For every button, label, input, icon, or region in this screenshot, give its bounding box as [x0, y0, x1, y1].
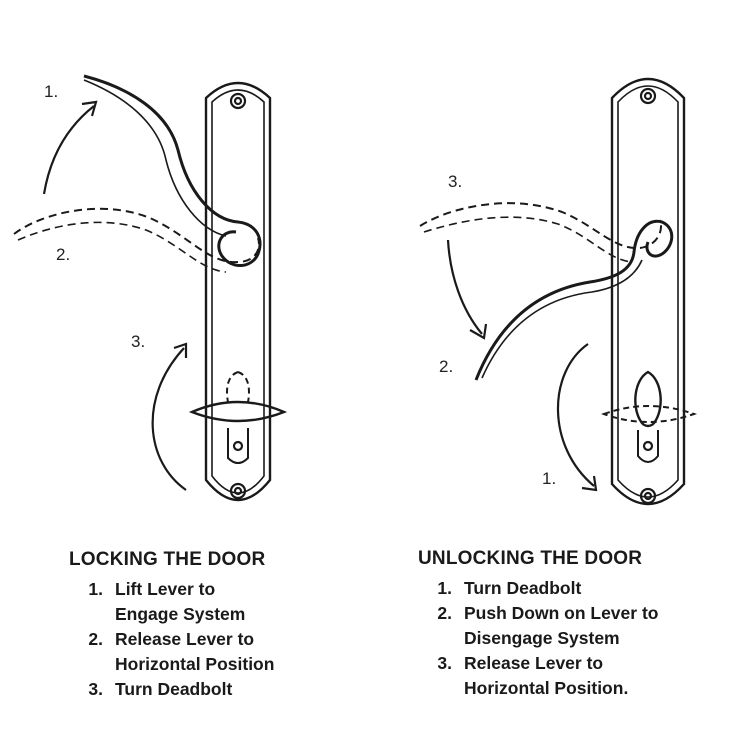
- locking-label-3: 3.: [131, 332, 145, 351]
- step-text: Push Down on Lever to Disengage System: [464, 603, 659, 648]
- step-text: Release Lever to Horizontal Position: [115, 629, 275, 674]
- unlocking-title: UNLOCKING THE DOOR: [418, 548, 643, 569]
- unlocking-backplate: [610, 77, 686, 506]
- locking-diagram: [13, 74, 288, 502]
- locking-bottom-screw-inner: [233, 486, 243, 496]
- unlocking-diagram: [419, 77, 698, 506]
- locking-label-1: 1.: [44, 82, 58, 101]
- unlocking-arrow-turn: [556, 343, 595, 487]
- locking-steps: 1. Lift Lever to Engage System 2. Release …: [69, 577, 274, 702]
- locking-step-1: 1. Lift Lever to Engage System: [69, 577, 274, 627]
- unlocking-step-2: 2. Push Down on Lever to Disengage System: [418, 601, 658, 651]
- unlocking-bottom-screw: [639, 487, 657, 505]
- unlocking-label-1: 1.: [542, 469, 556, 488]
- unlocking-top-screw: [639, 87, 657, 105]
- unlocking-key-hole: [642, 440, 654, 452]
- locking-horizontal-lever-dashed: [13, 207, 260, 264]
- unlocking-bottom-screw-inner: [643, 491, 653, 501]
- unlocking-horizontal-lever-dashed: [419, 202, 662, 250]
- unlocking-key-cylinder: [637, 430, 659, 463]
- unlocking-thumbturn-vertical: [634, 370, 662, 428]
- step-number: 3.: [437, 653, 452, 673]
- unlocking-top-screw-inner: [643, 91, 653, 101]
- locking-thumbturn-dashed: [226, 371, 250, 403]
- locking-arrow-turn-head: [173, 342, 188, 358]
- locking-key-cylinder: [227, 428, 249, 464]
- locking-backplate-inner: [211, 89, 265, 494]
- unlocking-pushed-lever: [474, 219, 674, 381]
- unlocking-step-1: 1. Turn Deadbolt: [418, 576, 658, 601]
- unlocking-steps: 1. Turn Deadbolt 2. Push Down on Lever to …: [418, 576, 658, 701]
- unlocking-label-3: 3.: [448, 172, 462, 191]
- locking-thumbturn-horizontal: [188, 400, 288, 423]
- step-text: Lift Lever to Engage System: [115, 579, 246, 624]
- locking-top-screw-inner: [233, 96, 243, 106]
- step-text: Turn Deadbolt: [115, 679, 233, 699]
- locking-instructions: LOCKING THE DOOR 1. Lift Lever to Engage …: [69, 549, 274, 702]
- unlocking-step-3: 3. Release Lever to Horizontal Position.: [418, 651, 658, 701]
- locking-backplate: [204, 81, 272, 502]
- unlocking-pushed-lever-edge: [481, 259, 643, 379]
- unlocking-label-2: 2.: [439, 357, 453, 376]
- unlocking-arrow-push-head: [469, 323, 488, 340]
- locking-arrow-lift-head: [81, 100, 98, 117]
- locking-lifted-lever: [83, 74, 262, 267]
- locking-lifted-lever-edge: [83, 79, 227, 237]
- locking-bottom-screw: [229, 482, 247, 500]
- step-text: Turn Deadbolt: [464, 578, 582, 598]
- step-number: 3.: [88, 679, 103, 699]
- step-text: Release Lever to Horizontal Position.: [464, 653, 629, 698]
- locking-step-2: 2. Release Lever to Horizontal Position: [69, 627, 274, 677]
- unlocking-horizontal-lever-dashed-lower: [423, 216, 633, 263]
- unlocking-arrow-turn-head: [581, 475, 598, 492]
- unlocking-thumbturn-dashed: [601, 405, 698, 423]
- locking-key-hole: [232, 440, 244, 452]
- unlocking-arrow-push: [446, 239, 483, 335]
- locking-horizontal-lever-dashed-lower: [17, 221, 227, 273]
- step-number: 1.: [437, 578, 452, 598]
- locking-top-screw: [229, 92, 247, 110]
- locking-label-2: 2.: [56, 245, 70, 264]
- step-number: 1.: [88, 579, 103, 599]
- locking-step-3: 3. Turn Deadbolt: [69, 677, 274, 702]
- locking-title: LOCKING THE DOOR: [69, 549, 266, 570]
- unlocking-backplate-inner: [617, 85, 679, 498]
- step-number: 2.: [88, 629, 103, 649]
- step-number: 2.: [437, 603, 452, 623]
- locking-arrow-turn: [151, 347, 187, 491]
- locking-arrow-lift: [42, 105, 95, 195]
- unlocking-instructions: UNLOCKING THE DOOR 1. Turn Deadbolt 2. Pus…: [418, 548, 658, 701]
